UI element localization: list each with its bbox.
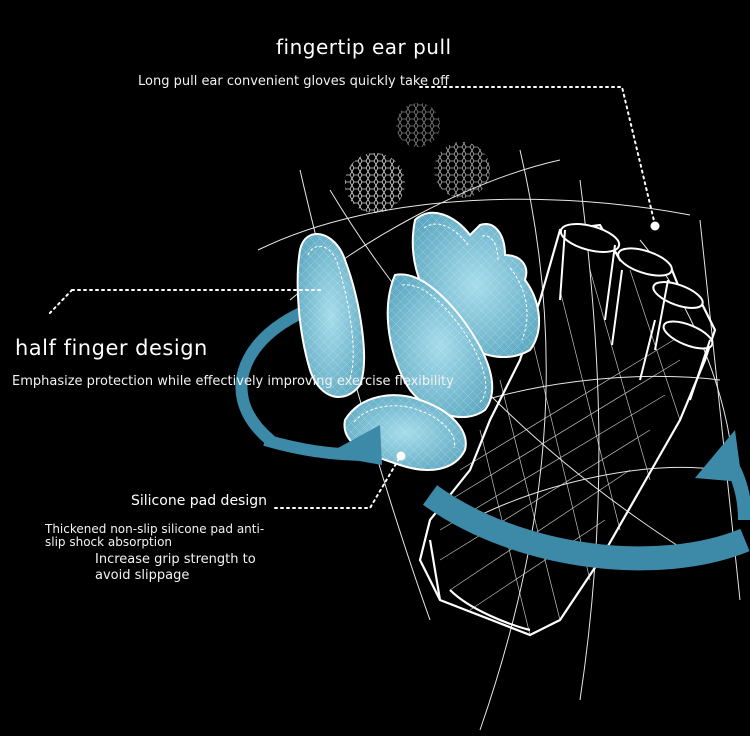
- arrow-head-left-icon: [325, 425, 382, 465]
- leader-ear-pull: [419, 86, 656, 226]
- silicone-desc-4: avoid slippage: [95, 568, 190, 583]
- leader-lines: [47, 86, 656, 509]
- hex-texture-cluster: [345, 103, 490, 213]
- ear-pull-dot: [650, 221, 660, 231]
- silicone-desc-3: Increase grip strength to: [95, 552, 256, 567]
- arrow-head-icon: [695, 430, 742, 482]
- leader-half-finger-drop: [47, 289, 73, 316]
- pad-stitching: [307, 223, 528, 449]
- leader-silicone: [274, 456, 401, 509]
- finger-tubes: [559, 223, 714, 401]
- silicone-desc-1: Thickened non-slip silicone pad anti-: [45, 522, 265, 536]
- rotation-arrow-front: [422, 485, 750, 571]
- silicone-desc-2: slip shock absorption: [45, 535, 173, 549]
- ear-pull-title: fingertip ear pull: [276, 35, 452, 59]
- half-finger-title: half finger design: [15, 336, 208, 360]
- half-finger-desc: Emphasize protection while effectively i…: [12, 374, 454, 389]
- pad-mesh-overlay: [297, 212, 540, 470]
- silicone-dot: [396, 451, 406, 461]
- silicone-title: Silicone pad design: [131, 493, 268, 509]
- ear-pull-desc: Long pull ear convenient gloves quickly …: [138, 74, 450, 89]
